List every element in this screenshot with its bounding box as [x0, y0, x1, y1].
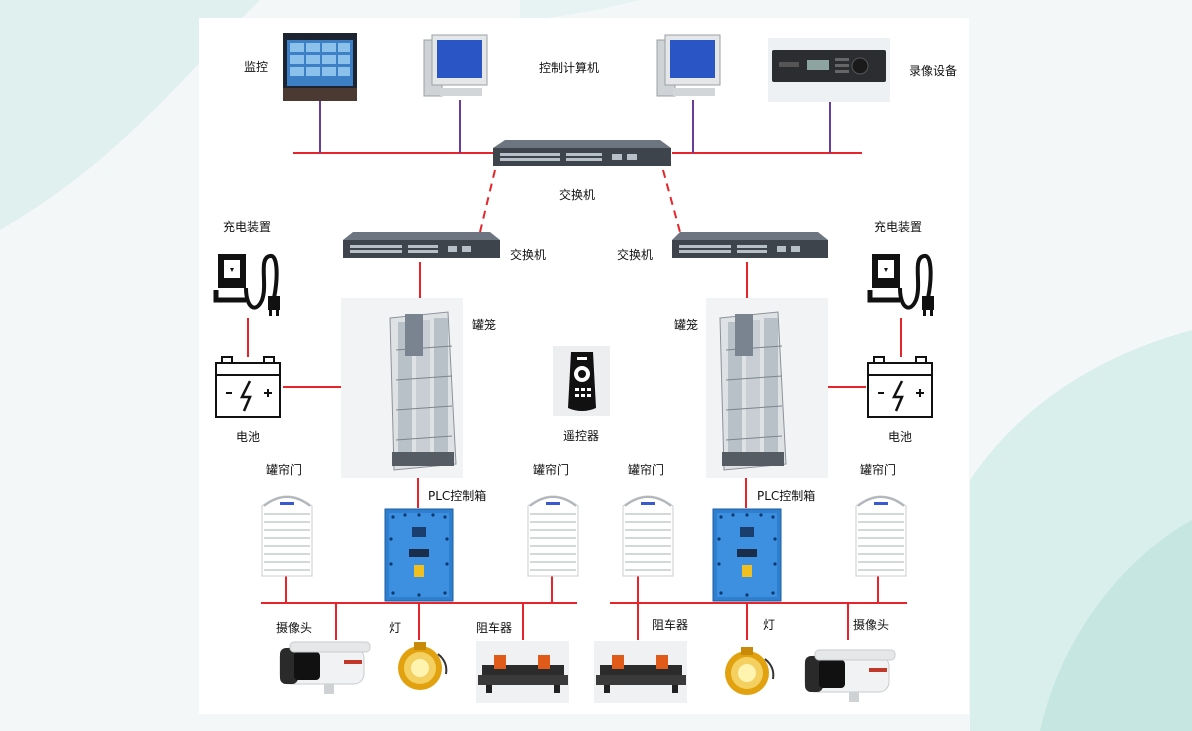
plc-cabinet-icon — [712, 508, 782, 602]
label-lamp-left: 灯 — [389, 621, 402, 635]
network-switch-icon — [343, 232, 500, 258]
label-plc-right: PLC控制箱 — [757, 489, 816, 503]
network-switch-icon — [672, 232, 828, 258]
desktop-computer-icon — [656, 34, 721, 97]
explosion-proof-lamp-icon — [725, 647, 775, 695]
connection-lines — [247, 152, 907, 640]
bullet-camera-icon — [804, 649, 896, 702]
bullet-camera-icon — [279, 641, 371, 694]
shutter-door-icon — [261, 495, 313, 577]
battery-icon — [215, 356, 281, 418]
label-recorder: 录像设备 — [909, 64, 958, 78]
label-lamp-right: 灯 — [763, 618, 776, 632]
car-stopper-icon — [594, 641, 687, 703]
video-wall-icon — [283, 33, 357, 101]
label-remote: 遥控器 — [563, 429, 600, 443]
mine-cage-icon — [341, 298, 463, 478]
label-door-1: 罐帘门 — [266, 463, 303, 477]
label-door-4: 罐帘门 — [860, 463, 897, 477]
label-charger-left: 充电装置 — [223, 220, 272, 234]
shutter-door-icon — [527, 495, 579, 577]
label-door-2: 罐帘门 — [533, 463, 570, 477]
charger-icon — [212, 248, 282, 318]
desktop-computer-icon — [423, 34, 488, 97]
mine-cage-icon — [706, 298, 828, 478]
label-core-switch: 交换机 — [559, 188, 596, 202]
remote-control-icon — [553, 346, 610, 416]
explosion-proof-lamp-icon — [398, 642, 448, 690]
network-switch-icon — [493, 140, 671, 166]
plc-cabinet-icon — [384, 508, 454, 602]
label-stopper-left: 阻车器 — [476, 621, 513, 635]
label-camera-left: 摄像头 — [276, 621, 313, 635]
label-control-computer: 控制计算机 — [539, 61, 600, 75]
label-battery-left: 电池 — [236, 430, 261, 444]
label-plc-left: PLC控制箱 — [428, 489, 487, 503]
label-camera-right: 摄像头 — [853, 618, 890, 632]
label-monitor: 监控 — [244, 60, 269, 74]
car-stopper-icon — [476, 641, 569, 703]
bg-swoosh-top-left — [0, 0, 260, 230]
dvr-recorder-icon — [768, 38, 890, 102]
bg-swoosh-right-inner — [1040, 520, 1192, 731]
shutter-door-icon — [855, 495, 907, 577]
label-cage-right: 罐笼 — [674, 318, 699, 332]
label-door-3: 罐帘门 — [628, 463, 665, 477]
label-cage-left: 罐笼 — [472, 318, 497, 332]
bg-swoosh-top — [520, 0, 640, 20]
label-charger-right: 充电装置 — [874, 220, 923, 234]
charger-icon — [866, 248, 936, 318]
shutter-door-icon — [622, 495, 674, 577]
label-switch-left: 交换机 — [510, 248, 547, 262]
label-switch-right: 交换机 — [617, 248, 654, 262]
label-battery-right: 电池 — [888, 430, 913, 444]
device-links — [319, 100, 831, 153]
battery-icon — [867, 356, 933, 418]
label-stopper-right: 阻车器 — [652, 618, 689, 632]
